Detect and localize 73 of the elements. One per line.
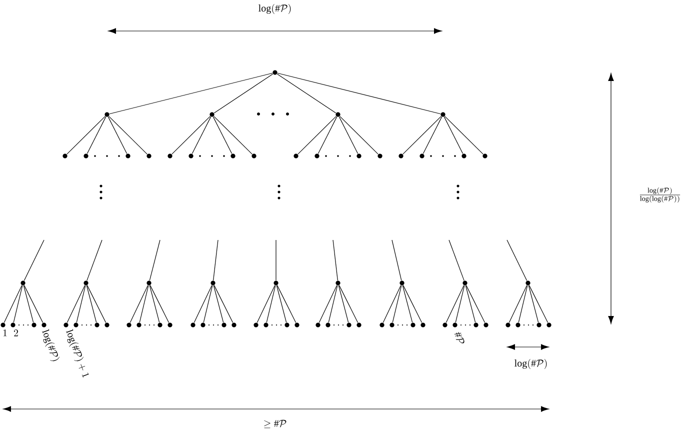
- leaf-index-label: $1$: [3, 330, 7, 336]
- tree-edge: [23, 285, 34, 323]
- tree-edge: [149, 285, 160, 323]
- tree-edge: [448, 240, 464, 281]
- tree-edge: [13, 285, 23, 323]
- tree-edge: [203, 285, 213, 323]
- tree-edge: [214, 285, 234, 323]
- tree-edge: [318, 285, 338, 323]
- tree-edge: [108, 116, 128, 154]
- tree-edge: [382, 285, 402, 323]
- tree-edge: [446, 285, 464, 323]
- tree-edge: [332, 240, 338, 281]
- tree-edge: [150, 285, 170, 323]
- tree-edge: [108, 116, 148, 154]
- tree-edge: [298, 116, 336, 154]
- dimension-label: $\log(\#\mathcal{P})$: [258, 4, 291, 14]
- dimension-label: $\log(\#\mathcal{P})$: [514, 358, 547, 369]
- tree-edge: [422, 116, 442, 154]
- tree-edge: [455, 285, 465, 323]
- tree-edge: [276, 285, 296, 323]
- tree-edge: [276, 74, 336, 114]
- tree-edge: [139, 285, 149, 323]
- dimension-label: $\frac{\log(\#\mathcal{P})}{\log(\log(\#\mathcal{P}))}$: [640, 187, 680, 203]
- tree-edge: [528, 285, 548, 323]
- tree-edge: [506, 240, 528, 281]
- tree-edge: [508, 285, 528, 323]
- tree-edge: [328, 285, 338, 323]
- tree-edge: [4, 285, 22, 323]
- leaf-count-label: $\#\mathcal{P}$: [454, 332, 464, 344]
- tree-edge: [213, 285, 224, 323]
- tree-edge: [256, 285, 276, 323]
- tree-edge: [392, 285, 402, 323]
- tree-edge: [528, 285, 539, 323]
- tree-edge: [276, 285, 287, 323]
- tree-edge: [66, 285, 86, 323]
- tree-edge: [109, 72, 273, 114]
- tree-edge: [66, 116, 106, 154]
- tree-edge: [86, 240, 102, 281]
- tree-edge: [86, 285, 97, 323]
- tree-edge: [402, 116, 442, 154]
- tree-edge: [444, 116, 464, 154]
- tree-edge: [338, 285, 349, 323]
- tree-edge: [466, 285, 486, 323]
- leaf-index-label: $\log(\#\mathcal{P})$: [42, 328, 60, 362]
- tree-edge: [86, 285, 106, 323]
- tree-edge: [266, 285, 276, 323]
- tree-edge: [518, 285, 528, 323]
- tree-edge: [402, 285, 422, 323]
- tree-edge: [444, 116, 484, 154]
- tree-edge: [338, 285, 358, 323]
- tree-edge: [86, 116, 106, 154]
- tree-edge: [130, 285, 148, 323]
- tree-edge: [192, 116, 212, 154]
- tree-edge: [212, 116, 232, 154]
- tree-edge: [149, 240, 160, 281]
- leaf-index-label: $2$: [14, 330, 18, 336]
- tree-edge: [172, 116, 210, 154]
- leaf-index-label: $\log(\#\mathcal{P})+1$: [66, 328, 89, 378]
- tree-edge: [277, 72, 441, 114]
- tree-edge: [24, 285, 44, 323]
- tree-edge: [318, 116, 338, 154]
- tree-edge: [338, 116, 358, 154]
- tree-edge: [76, 285, 86, 323]
- tree-edge: [214, 116, 252, 154]
- tree-edge: [214, 74, 274, 114]
- tree-edge: [194, 285, 212, 323]
- dimension-label: $\geq \#\mathcal{P}$: [264, 420, 286, 428]
- tree-edge: [340, 116, 378, 154]
- tree-edge: [402, 285, 413, 323]
- tree-edge: [392, 240, 402, 281]
- tree-edge: [213, 240, 218, 281]
- tree-edge: [465, 285, 476, 323]
- tree-edge: [24, 240, 44, 281]
